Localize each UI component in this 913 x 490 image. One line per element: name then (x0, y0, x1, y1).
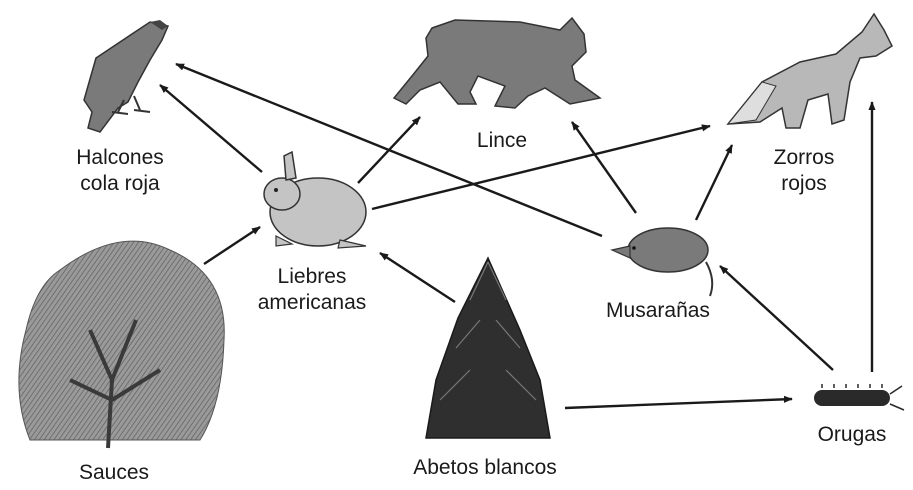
lynx-illustration (392, 16, 602, 109)
arrow-willows-to-hares (203, 225, 261, 266)
arrow-hares-to-hawks (159, 84, 263, 173)
hare-illustration (263, 150, 367, 249)
label-hawks: Halcones cola roja (76, 145, 164, 197)
arrow-shrews-to-foxes (694, 144, 734, 221)
label-foxes: Zorros rojos (774, 145, 835, 197)
arrow-spruces-to-hares (379, 251, 456, 304)
label-spruces: Abetos blancos (413, 456, 557, 479)
label-lynx: Lince (476, 129, 528, 152)
arrow-hares-to-foxes (371, 124, 711, 211)
label-hares-line-2: americanas (257, 291, 367, 314)
arrow-shrews-to-hawks (175, 62, 603, 238)
label-hares-line-1: Liebres (277, 265, 347, 288)
label-foxes-line-2: rojos (781, 172, 827, 195)
arrow-caterpillars-to-shrews (719, 265, 834, 371)
hawk-illustration (83, 20, 170, 133)
label-hawks-line-1: Halcones (76, 146, 164, 169)
caterpillar-illustration (814, 384, 905, 411)
arrow-shrews-to-lynx (571, 121, 637, 214)
label-willows: Sauces (78, 461, 150, 484)
arrows (159, 62, 876, 410)
label-hawks-line-2: cola roja (80, 172, 160, 195)
shrew-illustration (610, 227, 714, 297)
willow-illustration (18, 240, 225, 449)
label-hares: Liebres americanas (258, 264, 367, 316)
label-foxes-line-1: Zorros (773, 146, 835, 169)
arrow-spruces-to-caterpillars (564, 395, 793, 410)
fox-illustration (726, 12, 893, 129)
spruce-illustration (425, 256, 551, 439)
label-caterpillars: Orugas (817, 423, 887, 446)
label-shrews: Musarañas (606, 299, 710, 322)
